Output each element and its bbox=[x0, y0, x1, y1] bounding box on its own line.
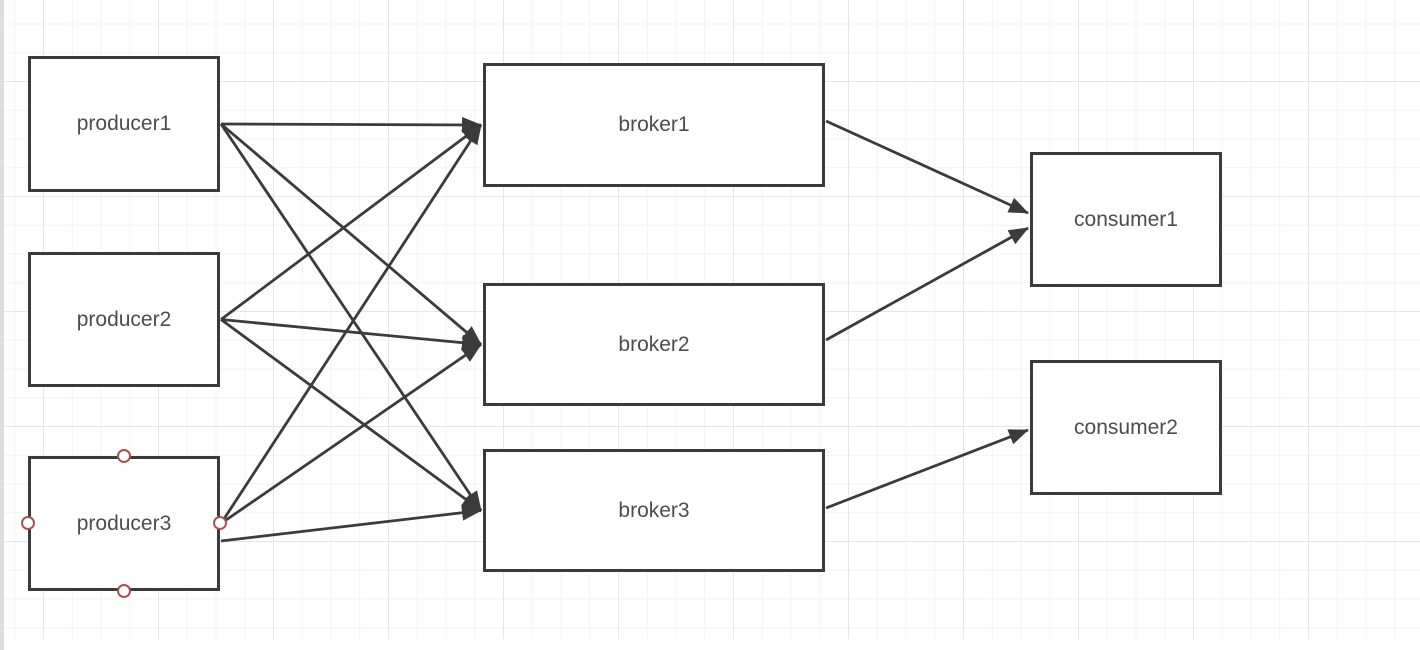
node-label: producer3 bbox=[76, 511, 172, 535]
canvas-left-edge bbox=[0, 0, 4, 650]
node-broker3[interactable]: broker3 bbox=[483, 449, 825, 572]
node-label: producer2 bbox=[76, 307, 172, 331]
node-broker1[interactable]: broker1 bbox=[483, 63, 825, 187]
node-label: consumer1 bbox=[1074, 207, 1178, 231]
node-label: consumer2 bbox=[1074, 415, 1178, 439]
connection-point-right[interactable] bbox=[213, 516, 227, 530]
node-label: broker1 bbox=[618, 113, 690, 136]
node-producer1[interactable]: producer1 bbox=[28, 56, 220, 192]
node-label: broker2 bbox=[618, 332, 690, 356]
connection-point-bottom[interactable] bbox=[117, 584, 131, 598]
node-producer2[interactable]: producer2 bbox=[28, 252, 220, 387]
node-broker2[interactable]: broker2 bbox=[483, 283, 825, 406]
node-consumer2[interactable]: consumer2 bbox=[1030, 360, 1222, 495]
node-label: broker3 bbox=[618, 498, 690, 522]
connection-point-top[interactable] bbox=[117, 449, 131, 463]
connection-point-left[interactable] bbox=[21, 516, 35, 530]
node-producer3[interactable]: producer3 bbox=[28, 456, 220, 591]
node-consumer1[interactable]: consumer1 bbox=[1030, 152, 1222, 287]
node-label: producer1 bbox=[76, 112, 172, 135]
